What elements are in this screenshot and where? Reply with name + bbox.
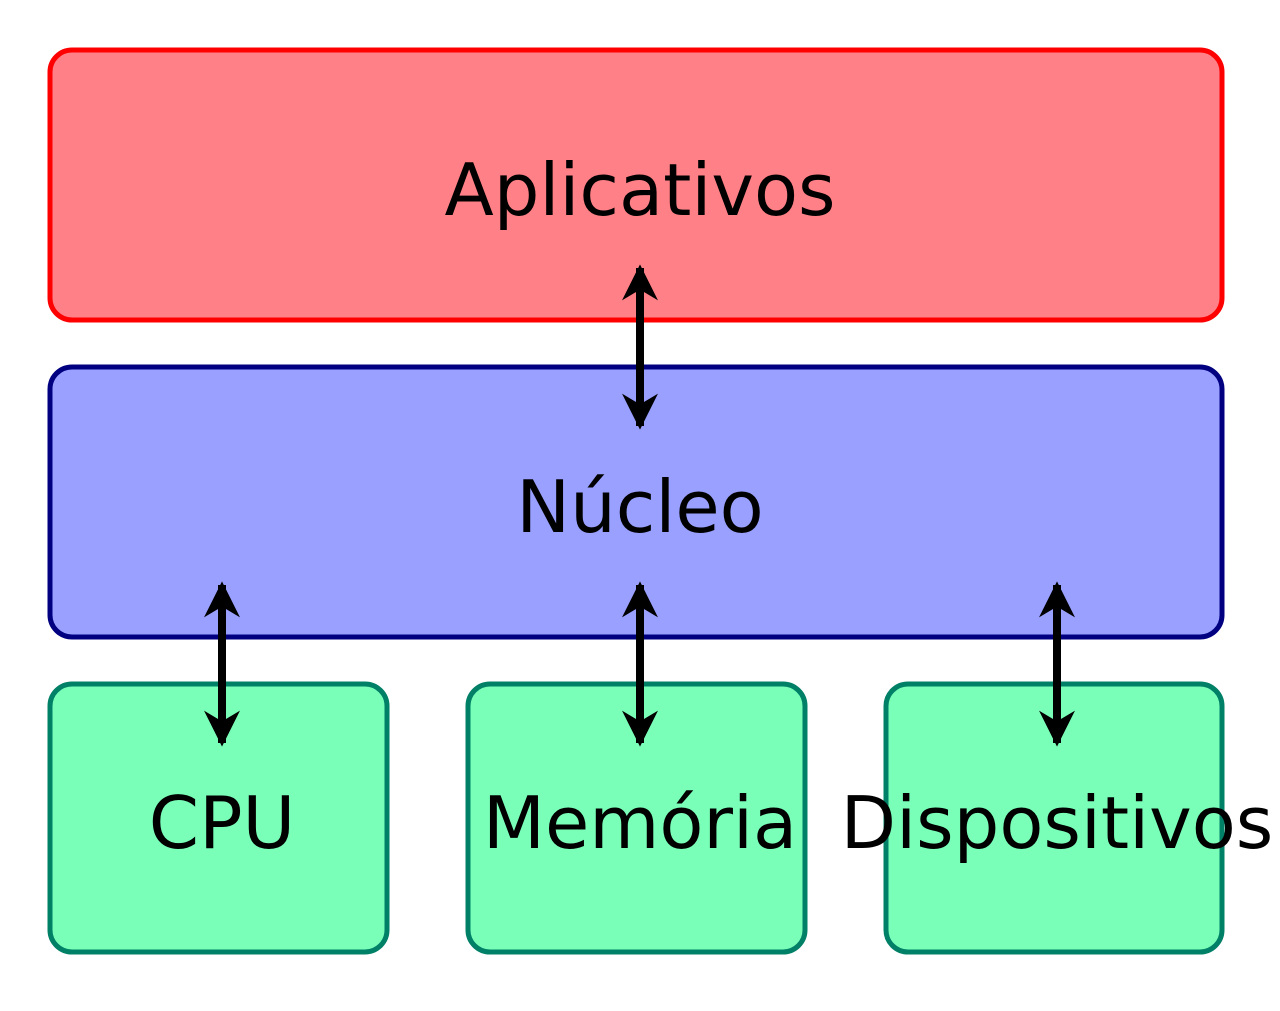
- kernel-label: Núcleo: [516, 465, 763, 549]
- applications-layer: Aplicativos: [47, 47, 1225, 323]
- cpu-label: CPU: [149, 781, 295, 865]
- memory-node: Memória: [465, 681, 808, 955]
- cpu-node: CPU: [47, 681, 390, 955]
- devices-node: Dispositivos: [841, 681, 1274, 955]
- memory-label: Memória: [483, 781, 797, 865]
- applications-label: Aplicativos: [444, 148, 835, 232]
- devices-label: Dispositivos: [841, 781, 1274, 865]
